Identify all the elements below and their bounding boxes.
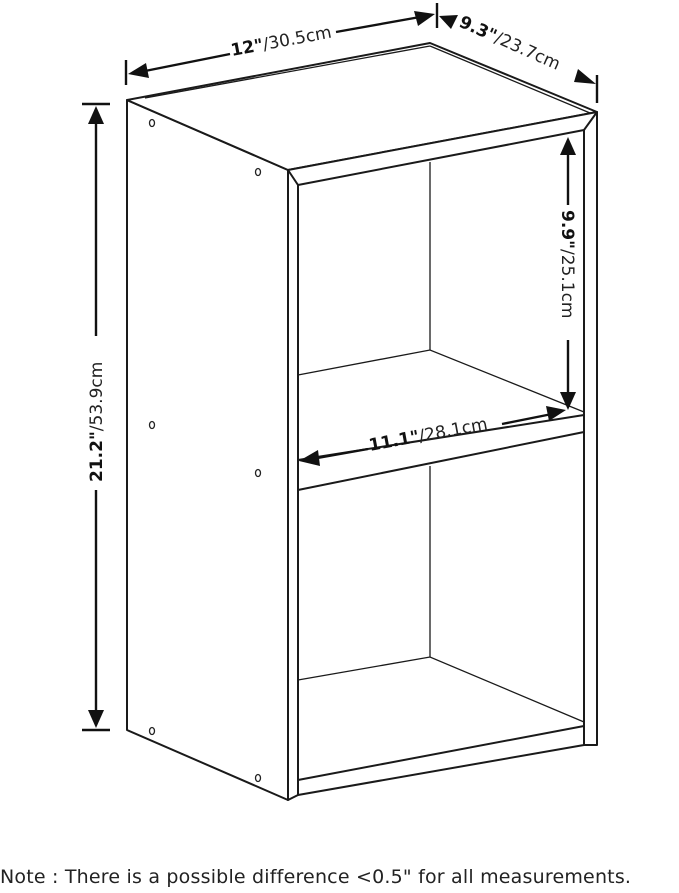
measurement-note: Note : There is a possible difference <0…	[0, 866, 632, 888]
width-metric: /30.5cm	[261, 23, 333, 55]
arrowhead-icon	[88, 710, 104, 728]
bookcase-drawing	[126, 42, 598, 801]
depth-metric: /23.7cm	[492, 28, 564, 75]
middle-shelf	[297, 414, 585, 491]
screw-hole	[254, 773, 262, 783]
height-imperial: 21.2"	[87, 431, 107, 482]
height-metric: /53.9cm	[87, 362, 107, 432]
arrowhead-icon	[299, 450, 320, 466]
right-side-panel-edge	[583, 111, 598, 746]
screw-holes	[148, 118, 262, 783]
bottom-board	[297, 725, 585, 796]
arrowhead-icon	[546, 406, 566, 421]
arrowhead-icon	[560, 392, 576, 410]
arrowhead-icon	[439, 15, 458, 29]
bottom-board-back-edge	[297, 656, 585, 723]
arrowhead-icon	[128, 63, 149, 78]
screw-hole	[148, 726, 156, 736]
width-label: 12"/30.5cm	[229, 23, 333, 61]
shelf-height-label: 9.9"/25.1cm	[557, 210, 577, 318]
left-side-panel	[126, 99, 289, 801]
top-board-back-edge	[144, 45, 431, 99]
top-board-side-edge	[429, 45, 591, 114]
screw-hole	[254, 167, 262, 177]
arrowhead-icon	[560, 137, 576, 155]
height-dimension: 21.2"/53.9cm	[82, 102, 110, 732]
top-board-front	[287, 111, 598, 186]
shelf-height-dimension: 9.9"/25.1cm	[557, 137, 577, 410]
arrowhead-icon	[414, 11, 435, 26]
screw-hole	[148, 118, 156, 128]
height-label: 21.2"/53.9cm	[87, 362, 107, 482]
shelf-height-metric: /25.1cm	[557, 249, 577, 319]
arrowhead-icon	[574, 69, 596, 84]
shelf-height-imperial: 9.9"	[557, 210, 577, 249]
screw-hole	[254, 468, 262, 478]
arrowhead-icon	[88, 106, 104, 124]
middle-shelf-back-edge	[297, 349, 585, 413]
screw-hole	[148, 420, 156, 430]
width-imperial: 12"	[229, 35, 265, 61]
left-panel-front-edge	[287, 169, 299, 801]
